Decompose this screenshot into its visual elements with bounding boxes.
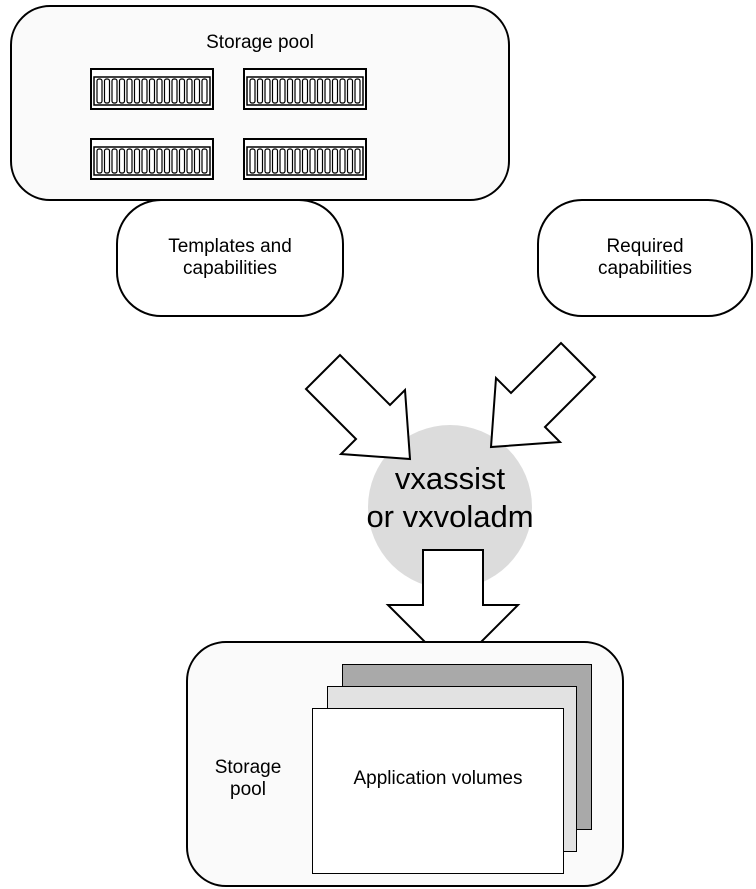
templates-line2: capabilities <box>183 258 277 279</box>
templates-capabilities-box <box>116 199 344 317</box>
disk-array-icon <box>90 68 214 110</box>
bottom-pool-line2: pool <box>230 779 266 800</box>
bottom-pool-line1: Storage <box>214 757 282 778</box>
right-arrow <box>489 341 597 449</box>
storage-pool-title: Storage pool <box>206 32 314 53</box>
required-line2: capabilities <box>598 258 692 279</box>
required-line1: Required <box>606 236 684 257</box>
disk-array-icon <box>90 138 214 180</box>
command-line2: or vxvoladm <box>366 499 534 534</box>
bottom-storage-pool-label: Storage pool <box>188 757 308 801</box>
down-arrow <box>385 549 521 672</box>
required-capabilities-label: Required capabilities <box>537 236 753 280</box>
command-line1: vxassist <box>394 461 506 496</box>
volume-sheet-front <box>312 708 564 874</box>
command-label: vxassist or vxvoladm <box>300 460 600 536</box>
templates-line1: Templates and <box>168 236 292 257</box>
disk-array-icon <box>243 138 367 180</box>
templates-capabilities-label: Templates and capabilities <box>116 236 344 280</box>
left-arrow <box>304 353 412 461</box>
application-volumes-label: Application volumes <box>353 768 523 789</box>
disk-array-icon <box>243 68 367 110</box>
required-capabilities-box <box>537 199 753 317</box>
